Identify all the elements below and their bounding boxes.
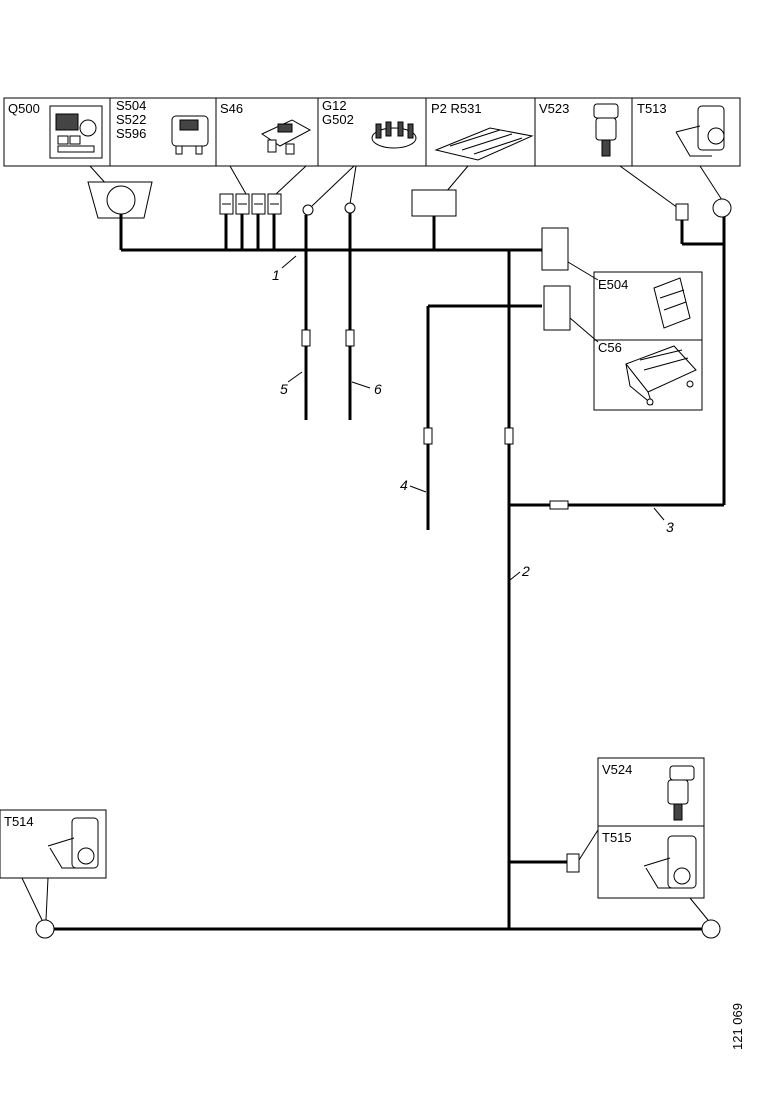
g502-connector (344, 202, 356, 214)
t514-connector (35, 919, 55, 939)
label-t515: T515 (602, 830, 632, 845)
q500-instrument-panel-image (49, 105, 103, 159)
v524-connector (566, 853, 580, 873)
label-g502: G502 (322, 112, 354, 127)
top-component-panel: Q500 S504 S522 S596 S46 G12 G5 (3, 97, 741, 167)
c56-climate-unit-image (625, 345, 697, 406)
wire-number-4: 4 (400, 477, 408, 493)
e504-c56-panel: E504 C56 (567, 261, 703, 411)
s46-switch-image (260, 119, 312, 155)
wire-number-6: 6 (374, 381, 382, 397)
g12-sensor-image (371, 121, 417, 149)
s504-switch-image (171, 115, 209, 155)
wire-number-2: 2 (521, 563, 530, 579)
t514-panel: T514 (0, 809, 107, 939)
label-s46: S46 (220, 101, 243, 116)
top-leader-lines (89, 165, 723, 209)
label-e504: E504 (598, 277, 628, 292)
label-s596: S596 (116, 126, 146, 141)
label-s504: S504 (116, 98, 146, 113)
q500-connector (87, 181, 153, 219)
label-t514: T514 (4, 814, 34, 829)
wire-number-callouts: 1 2 3 4 5 6 (272, 255, 674, 581)
label-g12: G12 (322, 98, 347, 113)
label-s522: S522 (116, 112, 146, 127)
v524-t515-panel: V524 T515 (566, 757, 721, 939)
wire-number-3: 3 (666, 519, 674, 535)
t513-actuator-image (675, 105, 725, 157)
label-c56: C56 (598, 340, 622, 355)
drawing-id: 121 069 (730, 1003, 745, 1050)
wire-harness (46, 213, 726, 931)
label-t513: T513 (637, 101, 667, 116)
label-p2-r531: P2 R531 (431, 101, 482, 116)
inline-connectors (301, 329, 569, 510)
p2-connector (411, 189, 457, 217)
v524-valve-image (667, 765, 695, 821)
wire-number-5: 5 (280, 381, 288, 397)
t513-connector (712, 198, 732, 218)
label-v524: V524 (602, 762, 632, 777)
p2-heater-image (434, 127, 534, 161)
e504-control-unit-image (653, 277, 691, 329)
v523-valve-image (593, 103, 619, 157)
t515-connector (701, 919, 721, 939)
label-q500: Q500 (8, 101, 40, 116)
top-panel-frame (3, 97, 741, 167)
switch-connectors (219, 193, 282, 215)
v523-connector (675, 203, 689, 221)
t514-actuator-image (47, 817, 99, 869)
e504-connector (541, 227, 569, 271)
label-v523: V523 (539, 101, 569, 116)
t515-actuator-image (643, 835, 697, 889)
wire-number-1: 1 (272, 267, 280, 283)
g12-connector (302, 204, 314, 216)
c56-connector (543, 285, 571, 331)
